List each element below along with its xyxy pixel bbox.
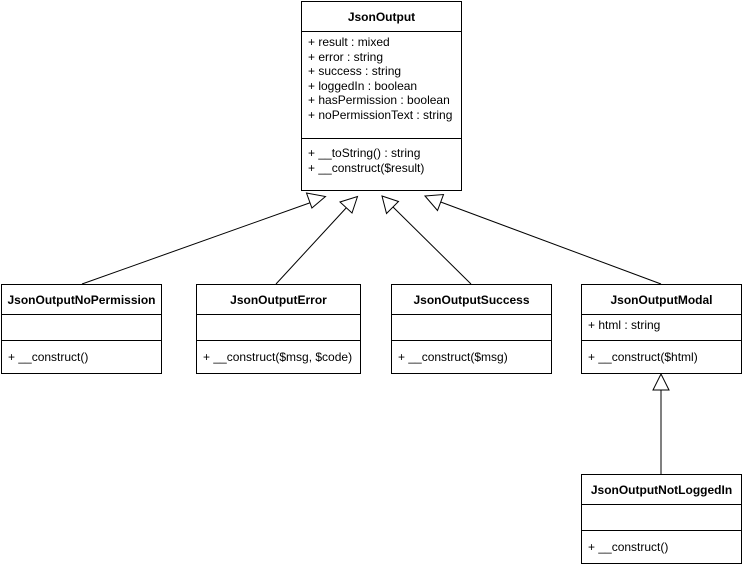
methods-section: + __construct($html) xyxy=(582,341,741,365)
methods-section: + __toString() : string + __construct($r… xyxy=(302,139,461,175)
class-name: JsonOutputNoPermission xyxy=(2,285,161,315)
class-json-output-no-permission: JsonOutputNoPermission + __construct() xyxy=(1,284,162,374)
inheritance-arrowhead xyxy=(339,195,359,214)
class-name: JsonOutputError xyxy=(197,285,360,315)
edge-error-to-json-output xyxy=(275,206,348,285)
attribute: + hasPermission : boolean xyxy=(308,93,450,107)
methods-section: + __construct() xyxy=(582,531,741,555)
attribute: + result : mixed xyxy=(308,35,390,49)
class-name: JsonOutputModal xyxy=(582,285,741,315)
attribute: + html : string xyxy=(588,318,661,332)
attributes-section xyxy=(392,315,551,341)
class-json-output-not-logged-in: JsonOutputNotLoggedIn + __construct() xyxy=(581,474,742,564)
edge-no-permission-to-json-output xyxy=(81,200,316,285)
method: + __construct($msg) xyxy=(398,350,508,364)
edge-success-to-json-output xyxy=(391,205,472,285)
class-json-output-modal: JsonOutputModal + html : string + __cons… xyxy=(581,284,742,374)
class-name: JsonOutputNotLoggedIn xyxy=(582,475,741,505)
methods-section: + __construct($msg, $code) xyxy=(197,341,360,365)
methods-section: + __construct($msg) xyxy=(392,341,551,365)
attribute: + loggedIn : boolean xyxy=(308,78,418,93)
attributes-section: + result : mixed + error : string + succ… xyxy=(302,32,461,139)
attributes-section xyxy=(582,505,741,531)
inheritance-arrowhead xyxy=(652,372,670,391)
method: + __construct($html) xyxy=(588,350,698,364)
attribute: + error : string xyxy=(308,49,384,64)
attributes-section xyxy=(2,315,161,341)
attribute: + noPermissionText : string xyxy=(308,107,453,122)
attributes-section xyxy=(197,315,360,341)
attributes-section: + html : string xyxy=(582,315,741,341)
inheritance-arrowhead xyxy=(305,192,327,209)
class-name: JsonOutputSuccess xyxy=(392,285,551,315)
inheritance-arrowhead xyxy=(423,193,445,212)
class-json-output-success: JsonOutputSuccess + __construct($msg) xyxy=(391,284,552,374)
method: + __construct($msg, $code) xyxy=(203,350,353,364)
attribute: + success : string xyxy=(308,64,402,78)
class-name: JsonOutput xyxy=(302,2,461,32)
class-json-output: JsonOutput + result : mixed + error : st… xyxy=(301,1,462,191)
method: + __construct() xyxy=(8,350,89,364)
method: + __toString() : string xyxy=(308,146,421,160)
edge-modal-to-json-output xyxy=(437,200,662,285)
methods-section: + __construct() xyxy=(2,341,161,365)
class-json-output-error: JsonOutputError + __construct($msg, $cod… xyxy=(196,284,361,374)
method: + __construct() xyxy=(588,540,669,554)
method: + __construct($result) xyxy=(308,160,425,175)
inheritance-arrowhead xyxy=(381,195,400,215)
